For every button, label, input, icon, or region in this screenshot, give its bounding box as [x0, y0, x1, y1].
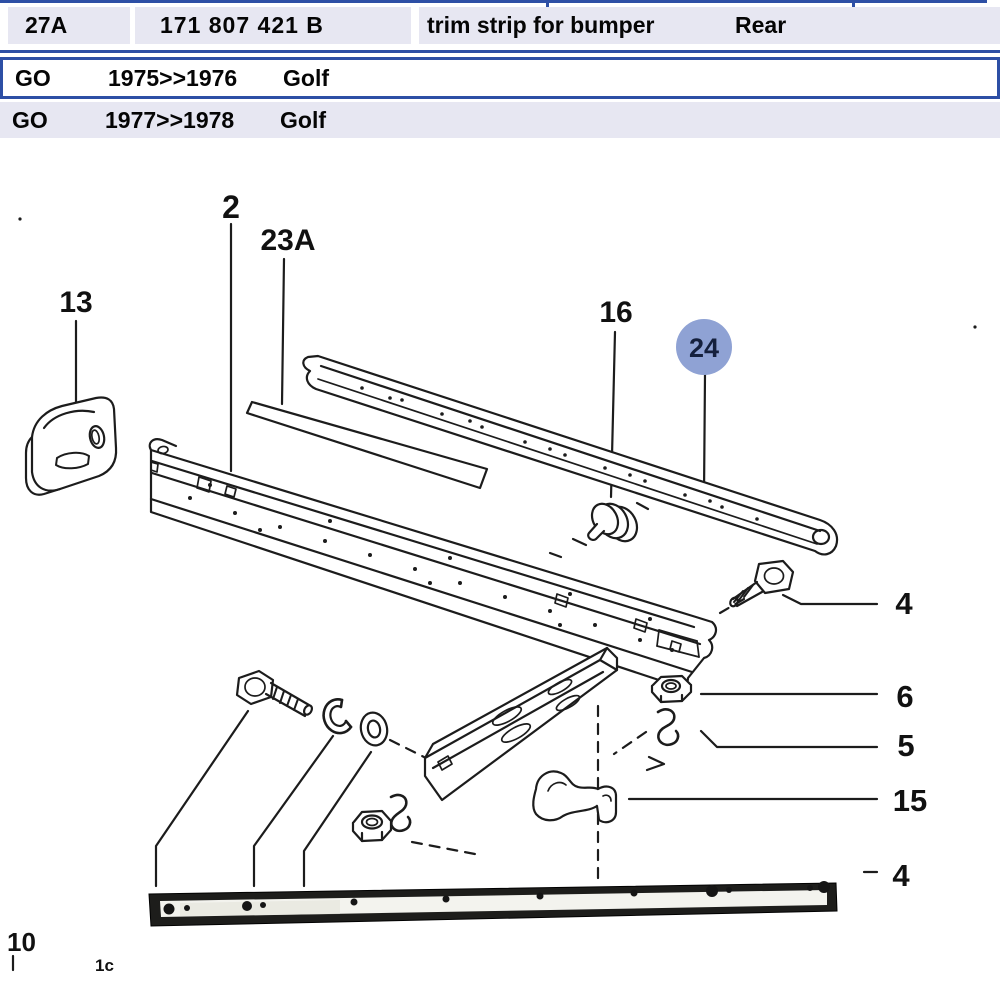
model-name: Golf — [283, 65, 329, 91]
part-4-bolt-upper — [729, 559, 795, 608]
callout-24[interactable]: 24 — [689, 333, 719, 363]
callout-6[interactable]: 6 — [896, 679, 913, 714]
flat-washer — [359, 711, 389, 747]
model-name: Golf — [280, 107, 326, 133]
lock-washer — [322, 698, 353, 735]
bolt-lower-left — [235, 669, 314, 718]
model-code: GO — [15, 65, 51, 91]
callout-15[interactable]: 15 — [893, 783, 927, 818]
part-number: 171 807 421 B — [160, 12, 324, 38]
section-divider — [0, 50, 1000, 53]
callout-23a[interactable]: 23A — [260, 224, 315, 257]
s-clip-lower — [389, 793, 412, 833]
model-code: GO — [12, 107, 48, 133]
part-6-nut — [650, 674, 693, 704]
callout-5[interactable]: 5 — [897, 728, 914, 763]
callout-labels: 2 23A 13 16 24 4 6 5 15 4 10 1c — [7, 189, 927, 975]
paper-specks — [18, 217, 977, 329]
part-item-ref: 27A — [25, 12, 68, 38]
part-13-end-cap — [24, 396, 118, 496]
part-note: Rear — [735, 12, 787, 38]
alignment-dashes — [388, 501, 746, 884]
part-23a-rub-strip — [245, 400, 489, 490]
rivet-holes — [360, 386, 759, 521]
part-2-bumper-bar — [148, 438, 718, 688]
mounting-bracket — [423, 646, 619, 802]
callout-partial: 1c — [95, 956, 114, 975]
callout-16[interactable]: 16 — [599, 296, 632, 329]
callout-4-lower[interactable]: 4 — [892, 858, 910, 893]
top-table-border — [0, 0, 987, 3]
bolt-holes — [188, 483, 674, 652]
nut-lower — [351, 809, 393, 843]
highlight-circle-24[interactable] — [676, 319, 732, 375]
top-column-divider-1 — [546, 0, 549, 10]
callout-10[interactable]: 10 — [7, 927, 36, 957]
model-row-1977[interactable]: GO 1977>>1978 Golf — [0, 102, 1000, 138]
model-years: 1975>>1976 — [108, 65, 238, 91]
part-10-bottom-strip — [148, 881, 838, 927]
model-years: 1977>>1978 — [105, 107, 235, 133]
leader-lines — [11, 222, 879, 972]
callout-2[interactable]: 2 — [222, 189, 240, 225]
end-bracket-lines — [656, 629, 700, 658]
part-15-hook — [532, 770, 618, 824]
callout-4-upper[interactable]: 4 — [895, 586, 913, 621]
model-row-1975-selected[interactable]: GO 1975>>1976 Golf — [0, 57, 1000, 99]
part-5-clip — [645, 708, 680, 772]
part-24-trim-strip — [302, 354, 839, 556]
top-column-divider-2 — [852, 0, 855, 8]
callout-13[interactable]: 13 — [59, 286, 92, 319]
part-name: trim strip for bumper — [427, 12, 655, 38]
part-16-grommet — [587, 502, 639, 543]
